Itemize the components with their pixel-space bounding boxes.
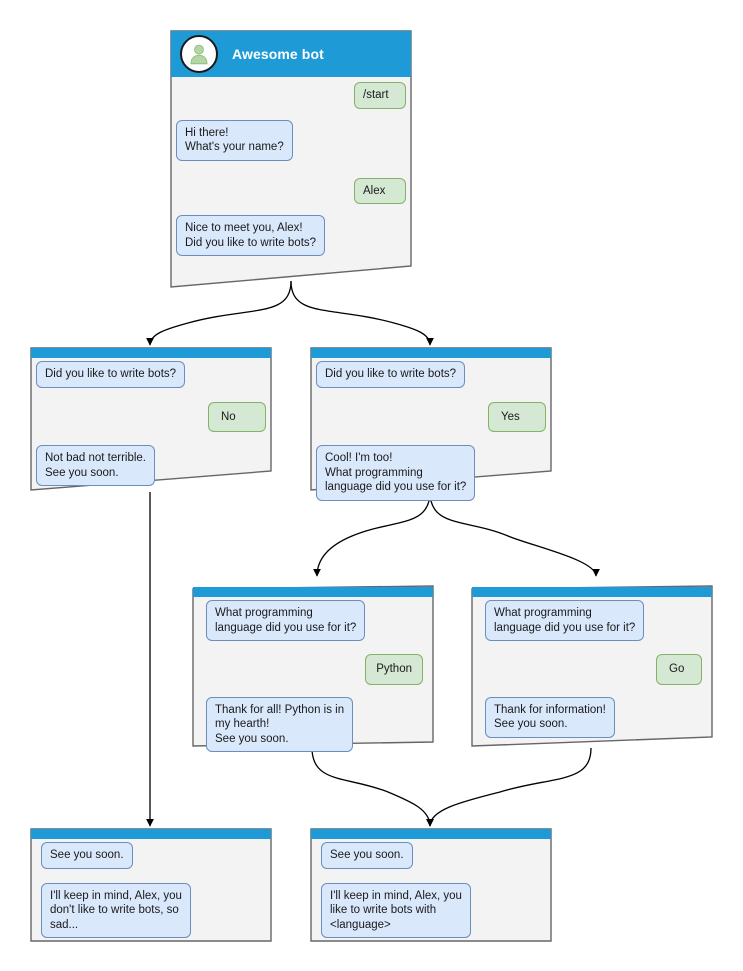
message-bubble-bot[interactable]: Thank for all! Python is in my hearth! S… — [206, 696, 354, 752]
edge-root-to-yes — [290, 280, 434, 346]
message-list-end-no: See you soon. I'll keep in mind, Alex, y… — [27, 842, 275, 940]
edge-yes-to-go — [429, 491, 600, 577]
message-bubble-bot[interactable]: Did you like to write bots? — [36, 361, 186, 388]
message-list-go-branch: What programming language did you use fo… — [468, 600, 716, 740]
card-header-yes-branch — [311, 348, 551, 358]
card-header-end-no — [31, 829, 271, 839]
message-bubble-bot[interactable]: Cool! I'm too! What programming language… — [316, 445, 476, 501]
card-content: What programming language did you use fo… — [468, 583, 716, 749]
chat-card-end-no[interactable]: See you soon. I'll keep in mind, Alex, y… — [27, 826, 275, 944]
message-list-root: /start Hi there! What's your name? Alex … — [167, 82, 415, 278]
chat-card-no-branch[interactable]: Did you like to write bots? No Not bad n… — [27, 345, 275, 493]
card-header-no-branch — [31, 348, 271, 358]
chat-card-python-branch[interactable]: What programming language did you use fo… — [189, 583, 437, 752]
card-content: See you soon. I'll keep in mind, Alex, y… — [27, 826, 275, 944]
edge-root-to-no — [146, 280, 292, 346]
edge-yes-to-python — [313, 491, 431, 577]
message-bubble-bot[interactable]: Thank for information! See you soon. — [485, 696, 615, 738]
chat-card-yes-branch[interactable]: Did you like to write bots? Yes Cool! I'… — [307, 345, 555, 501]
message-bubble-user[interactable]: Python — [365, 654, 423, 685]
message-bubble-bot[interactable]: Nice to meet you, Alex! Did you like to … — [176, 215, 326, 256]
card-header-end-yes — [311, 829, 551, 839]
card-header-python-branch — [193, 587, 433, 597]
message-list-yes-branch: Did you like to write bots? Yes Cool! I'… — [307, 361, 555, 501]
chat-card-end-yes[interactable]: See you soon. I'll keep in mind, Alex, y… — [307, 826, 555, 944]
card-content: See you soon. I'll keep in mind, Alex, y… — [307, 826, 555, 944]
message-bubble-bot[interactable]: See you soon. — [321, 842, 413, 869]
message-bubble-bot[interactable]: I'll keep in mind, Alex, you like to wri… — [321, 882, 471, 938]
message-bubble-bot[interactable]: See you soon. — [41, 842, 133, 869]
edge-go-to-end-yes — [426, 747, 592, 827]
message-list-python-branch: What programming language did you use fo… — [189, 600, 437, 752]
chat-card-go-branch[interactable]: What programming language did you use fo… — [468, 583, 716, 749]
message-bubble-bot[interactable]: What programming language did you use fo… — [206, 600, 366, 641]
message-bubble-bot[interactable]: Hi there! What's your name? — [176, 119, 293, 161]
chat-card-root[interactable]: Awesome bot /start Hi there! What's your… — [167, 28, 415, 290]
card-content: Awesome bot /start Hi there! What's your… — [167, 28, 415, 290]
message-bubble-user[interactable]: /start — [354, 82, 406, 109]
message-bubble-user[interactable]: Yes — [488, 401, 546, 432]
card-content: Did you like to write bots? No Not bad n… — [27, 345, 275, 493]
person-avatar-icon — [180, 35, 218, 73]
message-bubble-bot[interactable]: Not bad not terrible. See you soon. — [36, 445, 156, 486]
message-bubble-bot[interactable]: What programming language did you use fo… — [485, 600, 645, 641]
card-header-go-branch — [472, 587, 712, 597]
message-bubble-bot[interactable]: I'll keep in mind, Alex, you don't like … — [41, 882, 191, 938]
message-bubble-bot[interactable]: Did you like to write bots? — [316, 361, 466, 388]
card-content: Did you like to write bots? Yes Cool! I'… — [307, 345, 555, 501]
edge-python-to-end-yes — [311, 747, 434, 827]
card-title-root: Awesome bot — [232, 46, 324, 62]
message-list-end-yes: See you soon. I'll keep in mind, Alex, y… — [307, 842, 555, 940]
message-bubble-user[interactable]: No — [208, 401, 266, 432]
card-content: What programming language did you use fo… — [189, 583, 437, 752]
message-bubble-user[interactable]: Go — [656, 654, 702, 685]
message-bubble-user[interactable]: Alex — [354, 177, 406, 204]
message-list-no-branch: Did you like to write bots? No Not bad n… — [27, 361, 275, 486]
card-header-root: Awesome bot — [171, 31, 411, 77]
